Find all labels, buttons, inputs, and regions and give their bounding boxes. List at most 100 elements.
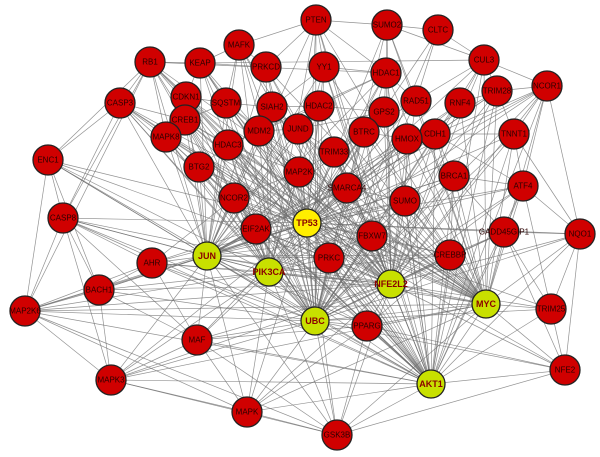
node-circle-pten[interactable]	[300, 4, 332, 36]
node-circle-tp53[interactable]	[292, 208, 322, 238]
node-circle-prkcd[interactable]	[250, 51, 282, 83]
node-circle-yy1[interactable]	[308, 51, 340, 83]
node-gsk3b[interactable]: GSK3B	[321, 419, 353, 451]
node-circle-akt1[interactable]	[416, 369, 446, 399]
node-circle-ubc[interactable]	[300, 306, 330, 336]
node-cul3[interactable]: CUL3	[468, 44, 500, 76]
node-map2k1[interactable]: MAP2K	[283, 156, 315, 188]
node-eif2ak3[interactable]: EIF2AK	[240, 213, 272, 245]
node-hdac2[interactable]: HDAC2	[303, 90, 335, 122]
node-jund[interactable]: JUND	[282, 113, 314, 145]
node-casp3[interactable]: CASP3	[104, 87, 136, 119]
node-circle-hdac2[interactable]	[303, 90, 335, 122]
node-circle-map2k6[interactable]	[9, 295, 41, 327]
node-circle-tnnt1[interactable]	[498, 118, 530, 150]
node-circle-cdh1[interactable]	[419, 118, 451, 150]
node-circle-trim25[interactable]	[535, 293, 567, 325]
node-mdm2[interactable]: MDM2	[243, 115, 275, 147]
node-circle-hmox1[interactable]	[391, 123, 423, 155]
node-circle-mapk8[interactable]	[150, 121, 182, 153]
node-map2k6[interactable]: MAP2K6	[9, 295, 41, 327]
node-circle-sumo2[interactable]	[371, 9, 403, 41]
node-trim33[interactable]: TRIM33	[318, 136, 350, 168]
node-circle-brca1[interactable]	[438, 160, 470, 192]
node-circle-enc1[interactable]	[32, 144, 64, 176]
node-circle-gps2[interactable]	[368, 96, 400, 128]
node-circle-rb1[interactable]	[134, 46, 166, 78]
node-akt1[interactable]: AKT1	[416, 369, 446, 399]
node-nqo1[interactable]: NQO1	[564, 218, 596, 250]
node-mafk[interactable]: MAFK	[223, 29, 255, 61]
node-circle-cul3[interactable]	[468, 44, 500, 76]
node-mapk1[interactable]: MAPK	[231, 396, 263, 428]
node-ubc[interactable]: UBC	[300, 306, 330, 336]
node-jun[interactable]: JUN	[192, 241, 222, 271]
node-circle-hdac1[interactable]	[370, 57, 402, 89]
node-tp53[interactable]: TP53	[292, 208, 322, 238]
node-hmox1[interactable]: HMOX	[391, 123, 423, 155]
node-circle-jund[interactable]	[282, 113, 314, 145]
node-circle-ahr[interactable]	[136, 247, 168, 279]
node-nfe2[interactable]: NFE2	[549, 354, 581, 386]
node-fbxw7[interactable]: FBXW7	[356, 220, 388, 252]
node-circle-casp3[interactable]	[104, 87, 136, 119]
node-maf[interactable]: MAF	[181, 324, 213, 356]
node-pten[interactable]: PTEN	[300, 4, 332, 36]
node-hdac1[interactable]: HDAC1	[370, 57, 402, 89]
node-circle-ncor2[interactable]	[218, 182, 250, 214]
node-circle-hdac3[interactable]	[212, 129, 244, 161]
node-rb1[interactable]: RB1	[134, 46, 166, 78]
node-circle-pparg[interactable]	[351, 310, 383, 342]
node-circle-fbxw7[interactable]	[356, 220, 388, 252]
node-crebbp[interactable]: CREBBP	[434, 239, 467, 271]
node-ncor2[interactable]: NCOR2	[218, 182, 250, 214]
node-circle-trim33[interactable]	[318, 136, 350, 168]
node-cdh1[interactable]: CDH1	[419, 118, 451, 150]
node-circle-mapk3[interactable]	[95, 364, 127, 396]
node-circle-cltc[interactable]	[422, 14, 454, 46]
node-ahr[interactable]: AHR	[136, 247, 168, 279]
node-circle-smarca4[interactable]	[331, 172, 363, 204]
node-circle-btg2[interactable]	[183, 151, 215, 183]
node-trim25[interactable]: TRIM25	[535, 293, 567, 325]
node-sumo1[interactable]: SUMO	[389, 185, 421, 217]
node-circle-keap1[interactable]	[184, 47, 216, 79]
node-casp8[interactable]: CASP8	[47, 202, 79, 234]
node-rad51[interactable]: RAD51	[400, 85, 432, 117]
node-btrc[interactable]: BTRC	[348, 116, 380, 148]
node-circle-pik3ca[interactable]	[254, 257, 284, 287]
node-circle-map2k1[interactable]	[283, 156, 315, 188]
node-circle-rad51[interactable]	[400, 85, 432, 117]
node-enc1[interactable]: ENC1	[32, 144, 64, 176]
node-mapk3[interactable]: MAPK3	[95, 364, 127, 396]
node-circle-mapk1[interactable]	[231, 396, 263, 428]
node-circle-mafk[interactable]	[223, 29, 255, 61]
node-keap1[interactable]: KEAP	[184, 47, 216, 79]
node-circle-trim28[interactable]	[481, 75, 513, 107]
node-circle-sqstm1[interactable]	[210, 87, 242, 119]
node-mapk8[interactable]: MAPK8	[150, 121, 182, 153]
node-circle-nfe2l2[interactable]	[376, 269, 406, 299]
node-circle-sumo1[interactable]	[389, 185, 421, 217]
node-circle-atf4[interactable]	[507, 170, 539, 202]
node-hdac3[interactable]: HDAC3	[212, 129, 244, 161]
node-circle-casp8[interactable]	[47, 202, 79, 234]
node-circle-nqo1[interactable]	[564, 218, 596, 250]
node-circle-myc[interactable]	[471, 289, 501, 319]
node-pparg[interactable]: PPARG	[351, 310, 383, 342]
node-cltc[interactable]: CLTC	[422, 14, 454, 46]
node-bach1[interactable]: BACH1	[83, 274, 115, 306]
node-circle-eif2ak3[interactable]	[240, 213, 272, 245]
node-circle-ncor1[interactable]	[531, 70, 563, 102]
node-circle-maf[interactable]	[181, 324, 213, 356]
node-circle-rnf4[interactable]	[444, 87, 476, 119]
node-atf4[interactable]: ATF4	[507, 170, 539, 202]
node-rnf4[interactable]: RNF4	[444, 87, 476, 119]
node-circle-gadd45b[interactable]	[488, 216, 520, 248]
node-circle-btrc[interactable]	[348, 116, 380, 148]
node-circle-jun[interactable]	[192, 241, 222, 271]
node-brca1[interactable]: BRCA1	[438, 160, 470, 192]
node-circle-siah2[interactable]	[256, 91, 288, 123]
node-sumo2[interactable]: SUMO2	[371, 9, 403, 41]
node-sqstm1[interactable]: SQSTM	[210, 87, 242, 119]
